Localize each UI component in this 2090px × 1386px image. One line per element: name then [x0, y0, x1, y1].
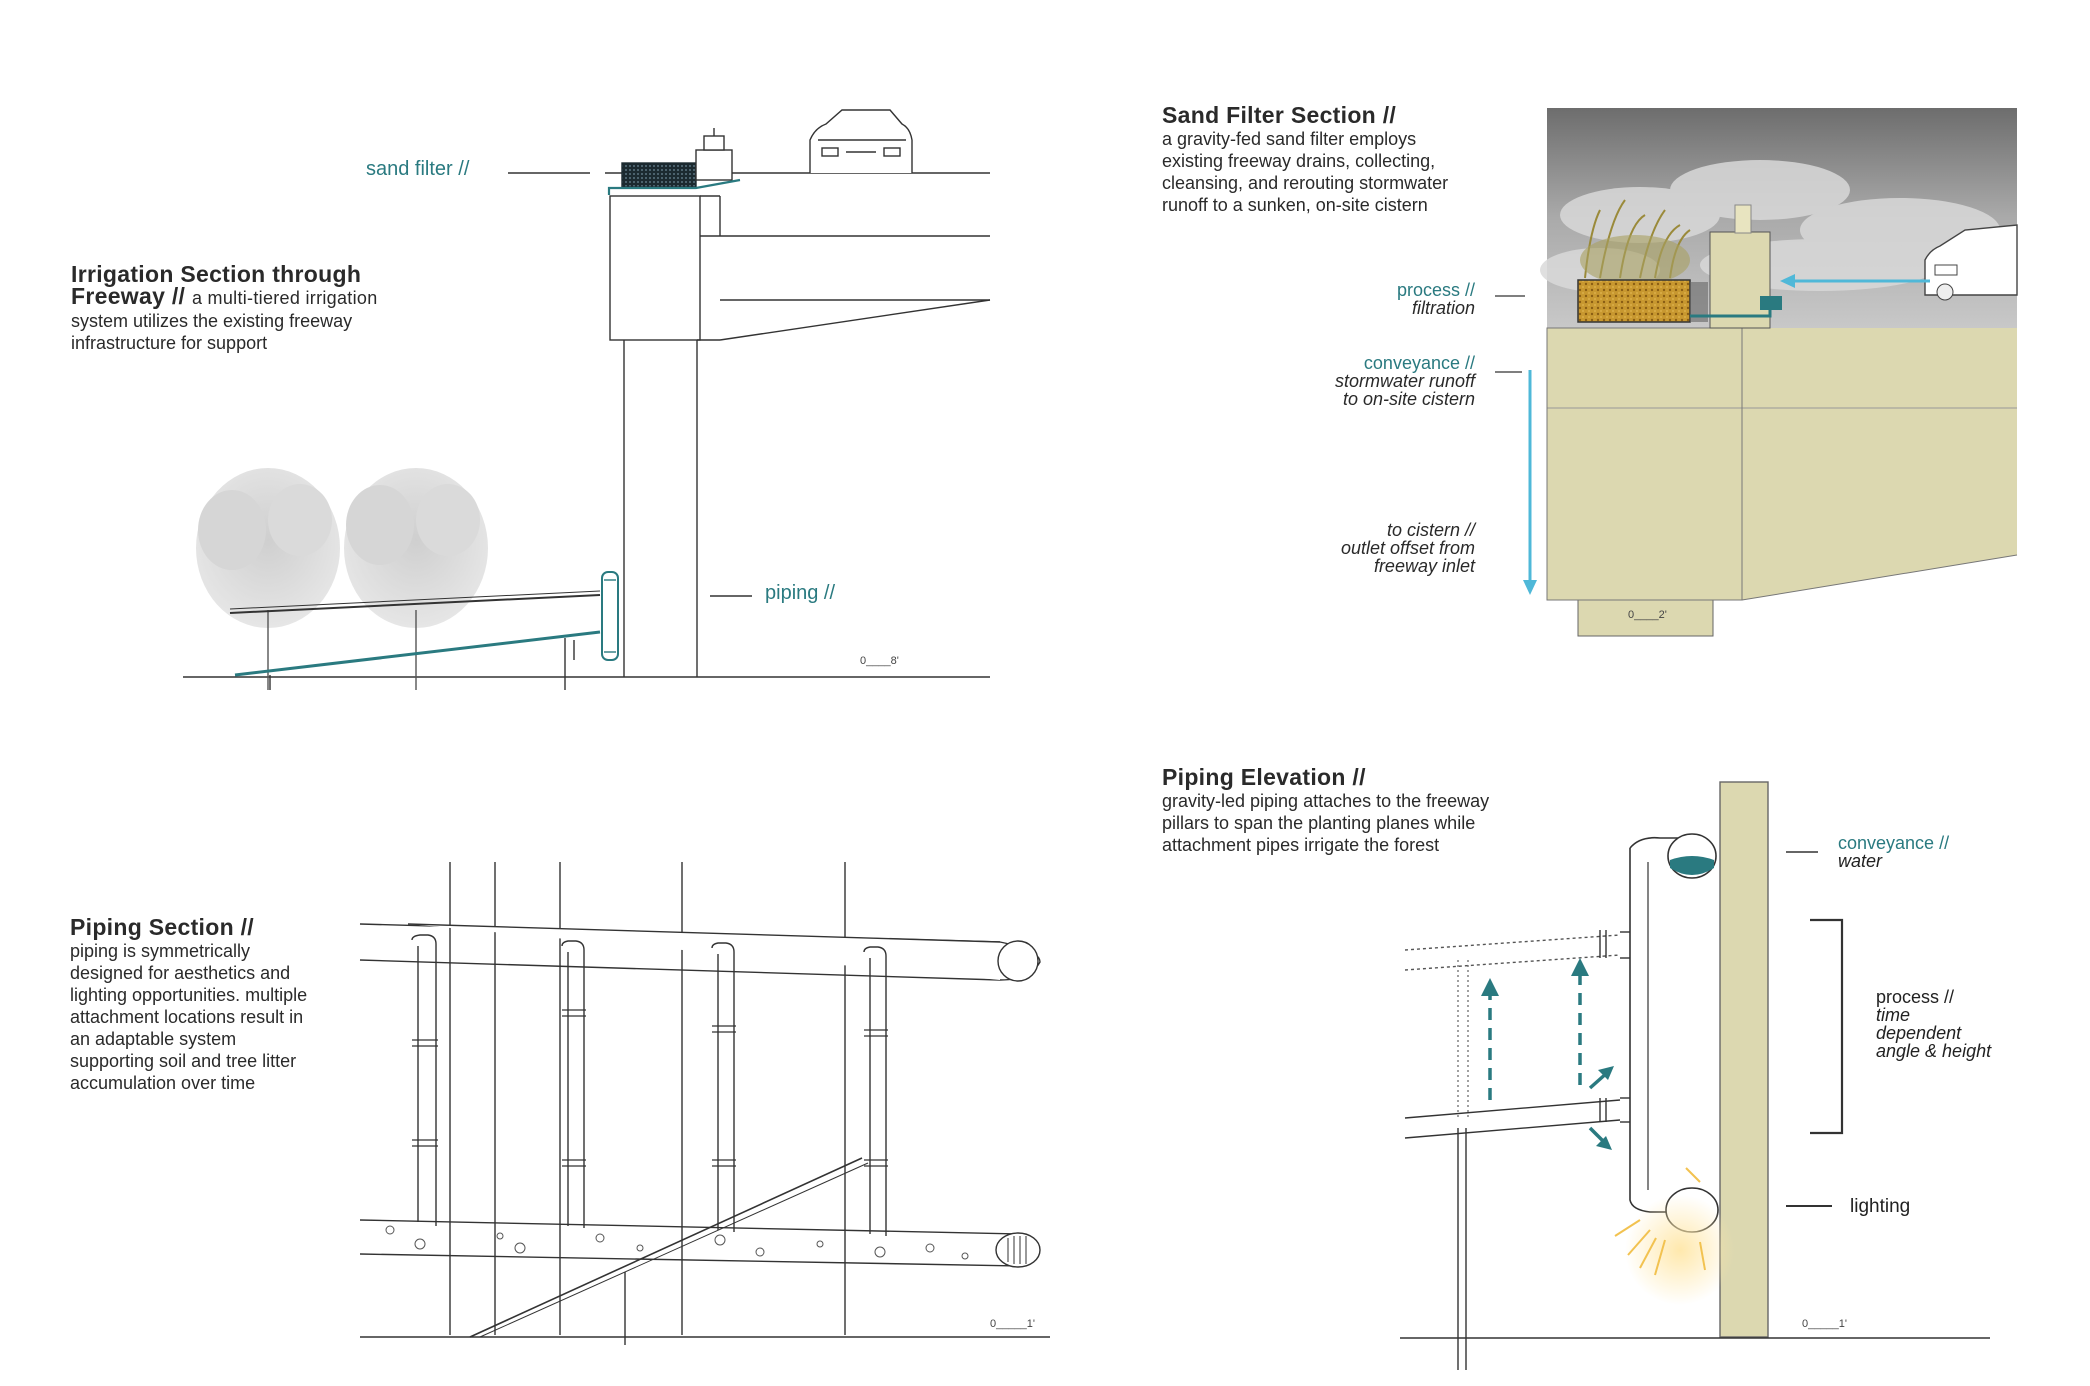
- elevation-process-sub2: dependent: [1876, 1023, 1962, 1043]
- piping-section-title: Piping Section //: [70, 914, 255, 940]
- piping-section-scale: 0_____1': [990, 1318, 1035, 1330]
- sand-filter-conveyance: conveyance // stormwater runoff to on-si…: [1270, 354, 1475, 408]
- piping-elevation-title: Piping Elevation //: [1162, 764, 1366, 790]
- sand-filter-cistern: to cistern // outlet offset from freeway…: [1280, 521, 1475, 575]
- conveyance-label: conveyance //: [1363, 353, 1475, 373]
- elevation-conveyance-label: conveyance //: [1838, 833, 1950, 853]
- elevation-process-label: process //: [1876, 987, 1955, 1007]
- sand-filter-process: process // filtration: [1310, 281, 1475, 317]
- cistern-line1: to cistern //: [1386, 520, 1475, 540]
- sand-filter-title: Sand Filter Section //: [1162, 102, 1397, 128]
- car-icon: [809, 109, 913, 173]
- irrigation-body: system utilizes the existing freeway inf…: [71, 311, 353, 353]
- piping-elevation-drawing: [1400, 781, 1990, 1370]
- conveyance-sub2: to on-site cistern: [1342, 389, 1475, 409]
- piping-section-body: piping is symmetrically designed for aes…: [70, 941, 308, 1093]
- sand-filter-body: a gravity-fed sand filter employs existi…: [1162, 129, 1449, 215]
- elevation-conveyance-sub: water: [1838, 851, 1883, 871]
- irrigation-body-inline: a multi-tiered irrigation: [191, 288, 378, 308]
- cistern-line3: freeway inlet: [1373, 556, 1475, 576]
- elevation-conveyance: conveyance // water: [1838, 834, 1949, 870]
- cistern-line2: outlet offset from: [1340, 538, 1475, 558]
- piping-elevation-body: gravity-led piping attaches to the freew…: [1162, 791, 1490, 855]
- elevation-process-sub1: time: [1876, 1005, 1911, 1025]
- label-piping: piping //: [765, 582, 836, 604]
- piping-section-drawing: [359, 862, 1050, 1345]
- process-sub: filtration: [1411, 298, 1475, 318]
- irrigation-title: Irrigation Section through Freeway // a …: [71, 261, 378, 309]
- elevation-lighting: lighting: [1850, 1196, 1911, 1217]
- sand-filter-scale: 0____2': [1628, 609, 1667, 621]
- elevation-process-sub3: angle & height: [1876, 1041, 1992, 1061]
- conveyance-sub1: stormwater runoff: [1334, 371, 1475, 391]
- elevation-process: process // time dependent angle & height: [1876, 988, 1991, 1060]
- car-icon: [1924, 224, 2018, 301]
- irrigation-section-drawing: [183, 109, 991, 690]
- label-sand-filter: sand filter //: [366, 158, 470, 180]
- piping-elevation-scale: 0_____1': [1802, 1318, 1847, 1330]
- sand-filter-section-drawing: [1495, 108, 2018, 637]
- process-label: process //: [1396, 280, 1475, 300]
- tree-icon: [196, 468, 488, 628]
- irrigation-scale: 0____8': [860, 655, 899, 667]
